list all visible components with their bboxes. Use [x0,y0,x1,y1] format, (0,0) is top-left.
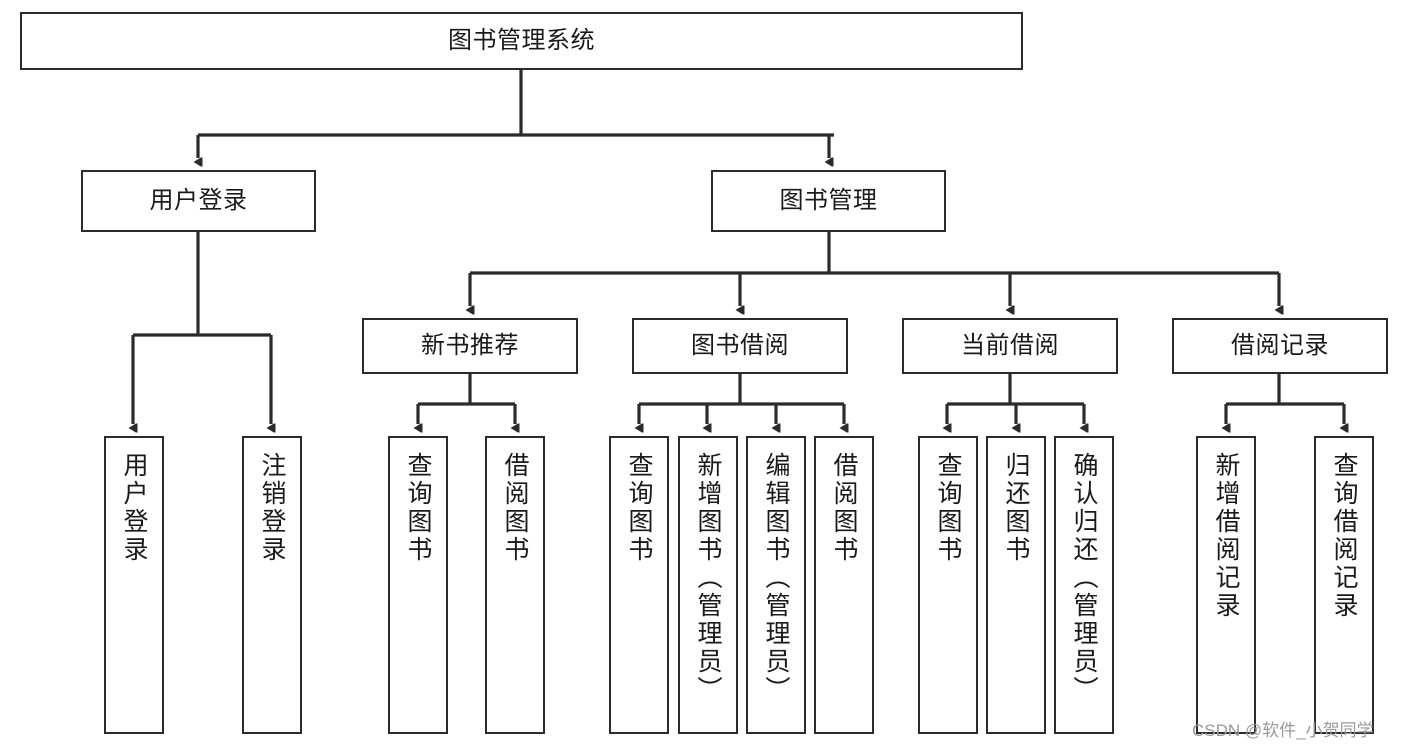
node-leaf-borrow-book-recommend[interactable]: 借阅图书 [485,436,545,734]
node-leaf-confirm-return-admin-label: 确认归还（管理员） [1070,452,1098,704]
node-leaf-query-book-current[interactable]: 查询图书 [918,436,978,734]
node-book-management[interactable]: 图书管理 [711,170,946,232]
node-leaf-query-borrow-record-label: 查询借阅记录 [1330,452,1358,620]
node-leaf-return-book[interactable]: 归还图书 [986,436,1046,734]
node-current-borrow[interactable]: 当前借阅 [902,318,1118,374]
node-leaf-logout-label: 注销登录 [258,452,286,564]
node-leaf-query-book-recommend[interactable]: 查询图书 [388,436,448,734]
node-leaf-query-borrow-record[interactable]: 查询借阅记录 [1314,436,1374,734]
node-root[interactable]: 图书管理系统 [20,12,1023,70]
node-leaf-borrow-book-label: 借阅图书 [830,452,858,564]
node-leaf-add-borrow-record-label: 新增借阅记录 [1212,452,1240,620]
node-user-login-label: 用户登录 [149,186,248,214]
node-borrow-record-label: 借阅记录 [1231,331,1329,359]
node-leaf-query-book-recommend-label: 查询图书 [404,452,432,564]
node-leaf-borrow-book[interactable]: 借阅图书 [814,436,874,734]
node-leaf-return-book-label: 归还图书 [1002,452,1030,564]
node-leaf-user-login-label: 用户登录 [120,452,148,564]
node-leaf-query-book-current-label: 查询图书 [934,452,962,564]
node-leaf-edit-book-admin-label: 编辑图书（管理员） [762,452,790,704]
node-new-book-recommend-label: 新书推荐 [421,331,519,359]
node-leaf-confirm-return-admin[interactable]: 确认归还（管理员） [1054,436,1114,734]
node-book-borrow-label: 图书借阅 [691,331,789,359]
node-leaf-add-book-admin[interactable]: 新增图书（管理员） [678,436,738,734]
node-leaf-add-book-admin-label: 新增图书（管理员） [694,452,722,704]
node-book-borrow[interactable]: 图书借阅 [632,318,848,374]
node-user-login[interactable]: 用户登录 [81,170,316,232]
node-leaf-borrow-book-recommend-label: 借阅图书 [501,452,529,564]
node-leaf-user-login[interactable]: 用户登录 [104,436,164,734]
node-leaf-edit-book-admin[interactable]: 编辑图书（管理员） [746,436,806,734]
node-leaf-add-borrow-record[interactable]: 新增借阅记录 [1196,436,1256,734]
node-root-label: 图书管理系统 [448,26,595,54]
node-book-management-label: 图书管理 [779,186,878,214]
node-borrow-record[interactable]: 借阅记录 [1172,318,1388,374]
node-leaf-query-book-borrow[interactable]: 查询图书 [609,436,669,734]
node-new-book-recommend[interactable]: 新书推荐 [362,318,578,374]
node-leaf-logout[interactable]: 注销登录 [242,436,302,734]
node-current-borrow-label: 当前借阅 [961,331,1059,359]
node-leaf-query-book-borrow-label: 查询图书 [625,452,653,564]
